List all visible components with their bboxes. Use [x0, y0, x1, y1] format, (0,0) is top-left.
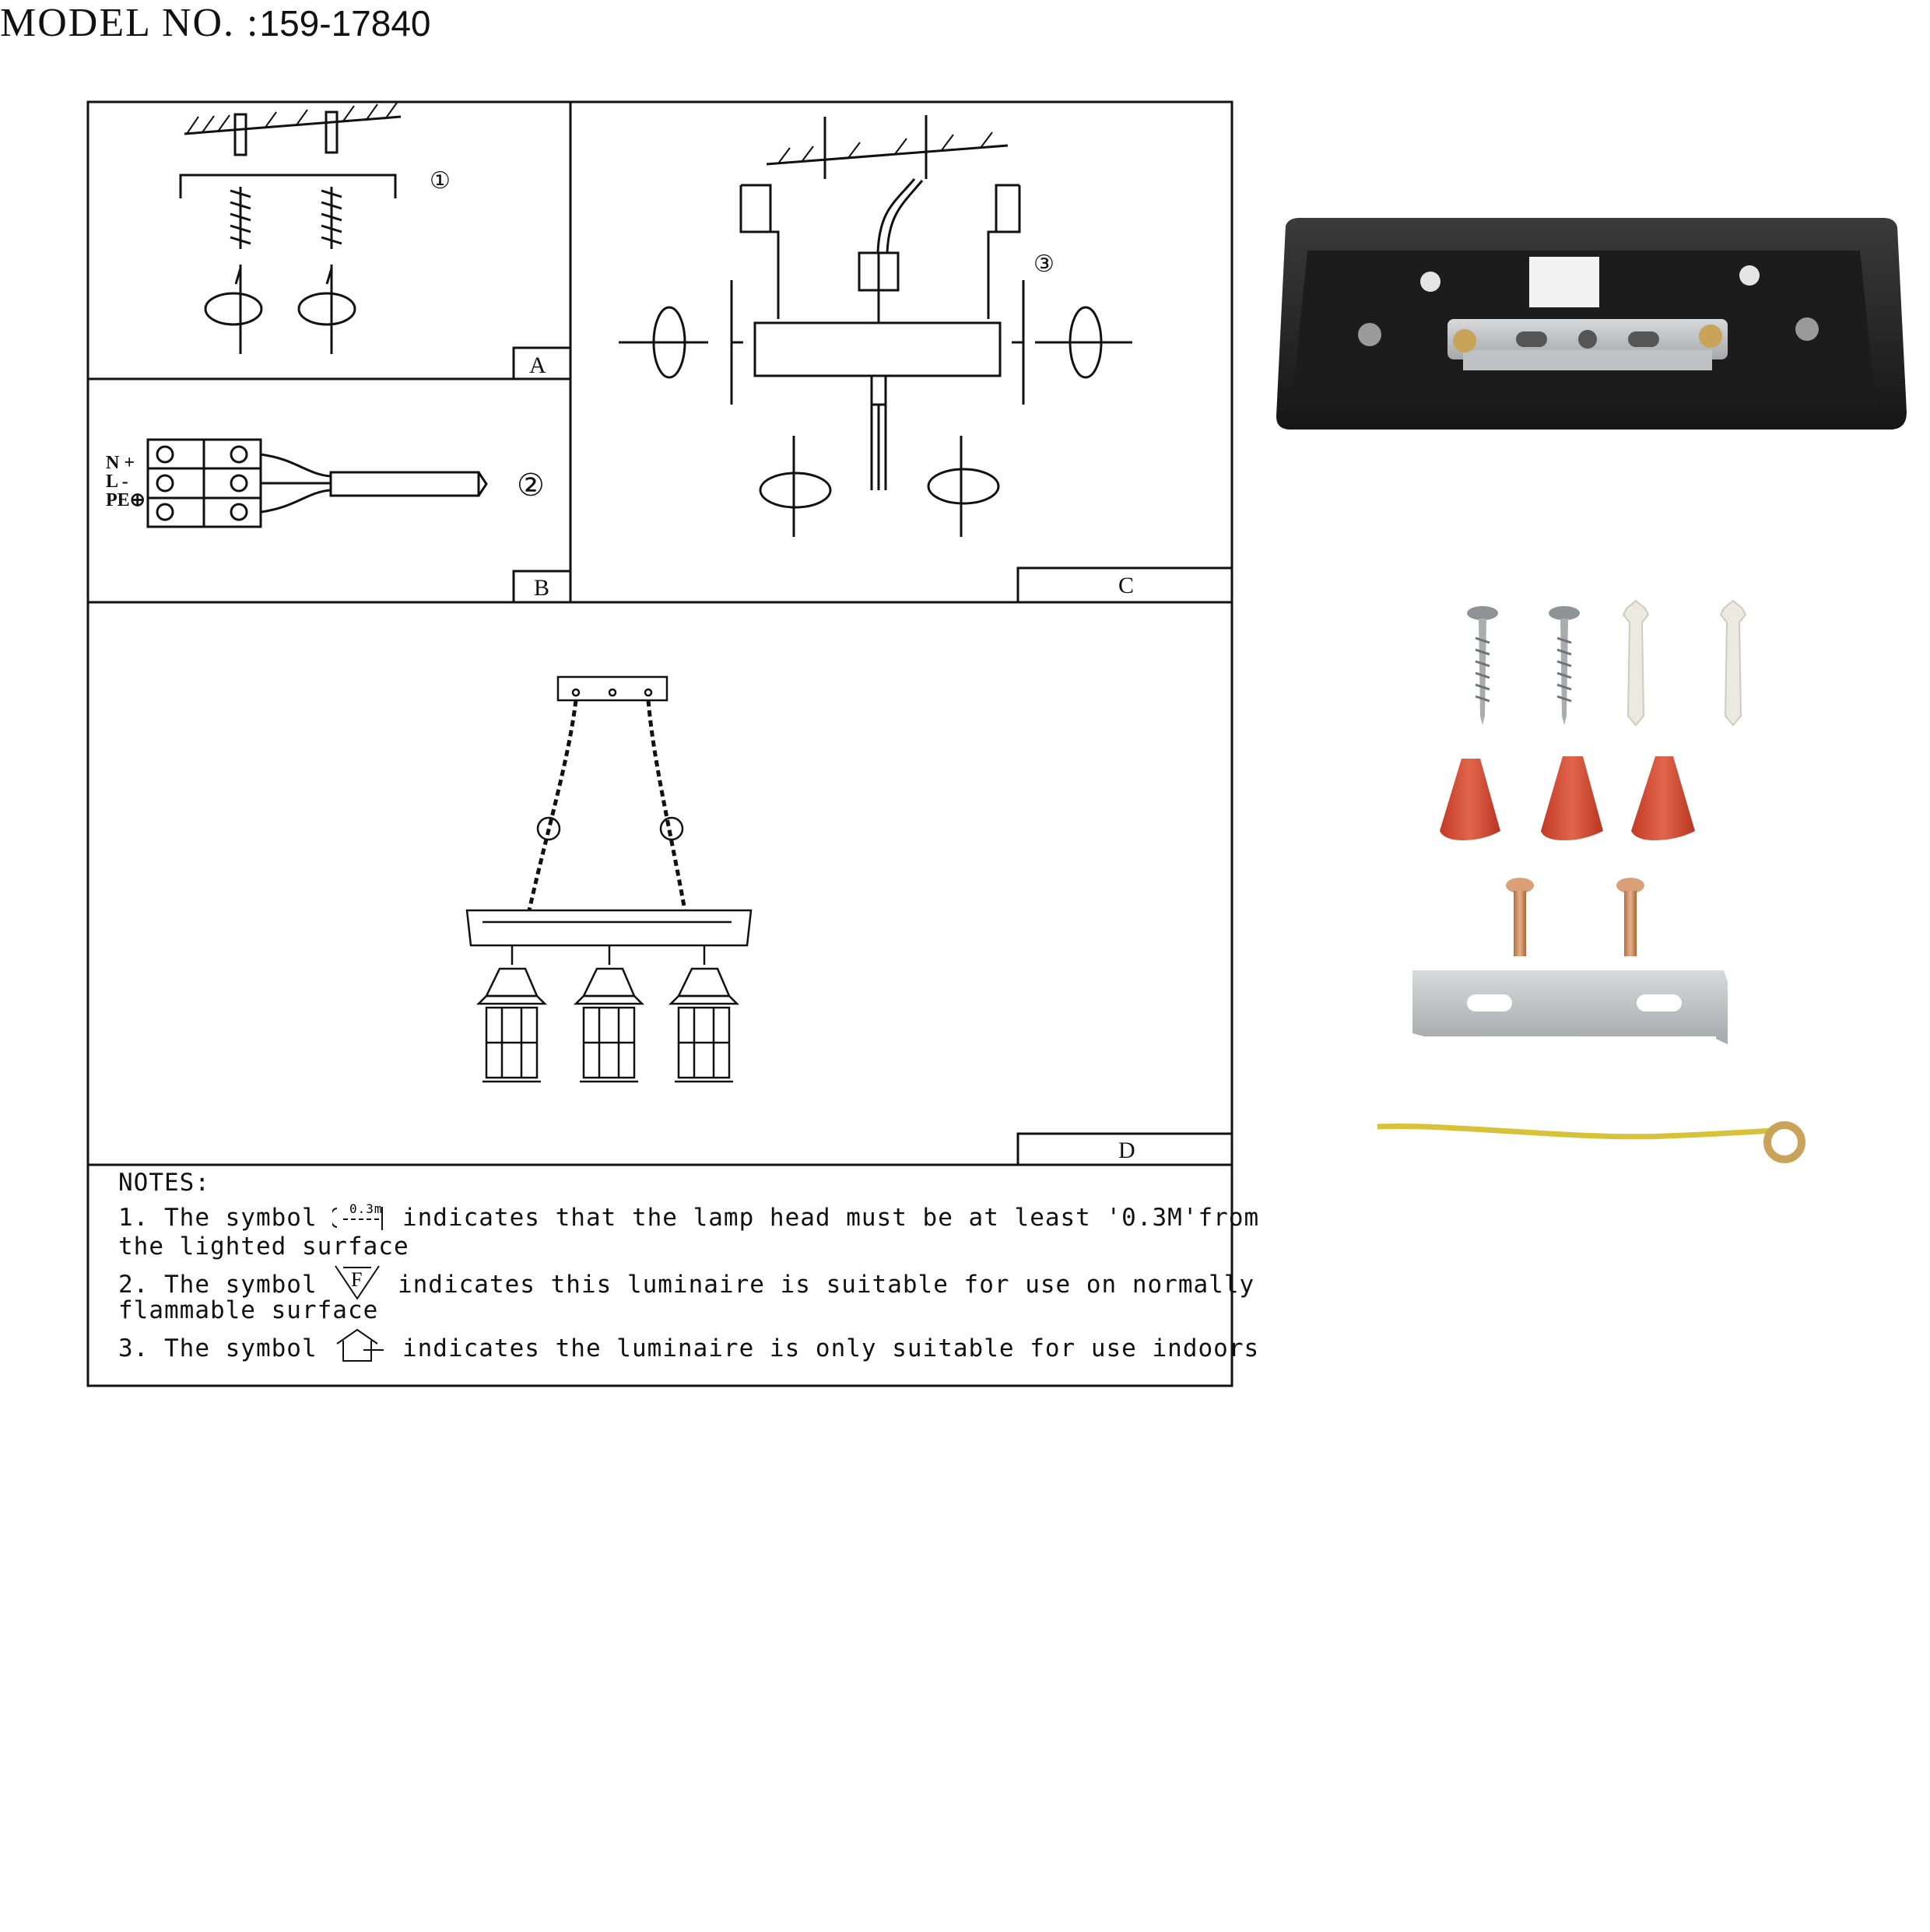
note-1: 1. The symbol 0.3m indicates that the la…	[118, 1199, 1258, 1232]
panel-c-drawing	[619, 115, 1132, 537]
parts-kit	[1276, 218, 1907, 1163]
notes-section: NOTES: 1. The symbol 0.3m indicates that…	[118, 1167, 1258, 1362]
notes-title: NOTES:	[118, 1169, 210, 1197]
wall-plug	[1622, 599, 1650, 727]
lantern-center	[573, 945, 645, 1083]
wood-screw	[1467, 606, 1498, 725]
wire-connector	[1440, 759, 1500, 840]
note-3-text: indicates the luminaire is only suitable…	[402, 1334, 1260, 1362]
step-marker-2: ②	[517, 468, 545, 503]
mounting-bracket	[1412, 970, 1728, 1044]
flammable-symbol-text: F	[351, 1268, 363, 1291]
model-number-heading: MODEL NO. :159-17840	[0, 0, 1930, 46]
wire-connector	[1541, 756, 1603, 840]
earth-wire	[1377, 1121, 1805, 1163]
lantern-left	[475, 945, 548, 1083]
note-2-continuation: flammable surface	[118, 1296, 379, 1324]
step-marker-1: ①	[430, 168, 451, 194]
brass-screws	[1506, 878, 1644, 956]
wire-connectors	[1440, 756, 1695, 840]
lantern-right	[668, 945, 740, 1083]
note-2: 2. The symbol F indicates this luminaire…	[118, 1263, 1254, 1300]
note-3: 3. The symbol indicates the luminaire is…	[118, 1327, 1258, 1362]
wire-label-n: N +	[106, 453, 135, 473]
note-3-prefix: 3. The symbol	[118, 1334, 318, 1362]
wood-screws	[1467, 606, 1580, 725]
wall-plugs	[1622, 599, 1747, 727]
panel-label-b: B	[534, 575, 550, 601]
step-marker-3: ③	[1033, 251, 1054, 277]
wall-plug	[1719, 599, 1747, 727]
wood-screw	[1549, 606, 1580, 725]
installation-diagram	[86, 100, 1233, 1387]
note-1-continuation: the lighted surface	[118, 1232, 409, 1261]
note-2-prefix: 2. The symbol	[118, 1271, 318, 1299]
panel-label-c: C	[1118, 573, 1135, 598]
panel-b-drawing	[146, 438, 488, 528]
panel-d-pendant-drawing	[465, 675, 753, 1083]
sheet-frame	[86, 100, 1233, 1387]
brass-screw	[1616, 878, 1644, 956]
distance-symbol-text: 0.3m	[349, 1201, 383, 1216]
note-2-text: indicates this luminaire is suitable for…	[397, 1271, 1255, 1299]
panel-label-d: D	[1118, 1138, 1135, 1163]
panel-a-drawing	[179, 102, 402, 354]
model-label: MODEL NO. :	[0, 1, 260, 45]
canopy-base-plate	[1276, 218, 1907, 430]
model-number: 159-17840	[259, 3, 431, 44]
note-1-text: indicates that the lamp head must be at …	[402, 1204, 1260, 1232]
note-1-prefix: 1. The symbol	[118, 1204, 318, 1232]
wire-connector	[1631, 756, 1695, 840]
panel-label-a: A	[529, 352, 546, 378]
wire-label-pe: PE⊕	[106, 490, 146, 510]
flammable-surface-icon: F	[332, 1263, 382, 1309]
indoor-use-house-icon	[332, 1327, 387, 1373]
wire-label-l: L -	[106, 472, 128, 492]
brass-screw	[1506, 878, 1534, 956]
